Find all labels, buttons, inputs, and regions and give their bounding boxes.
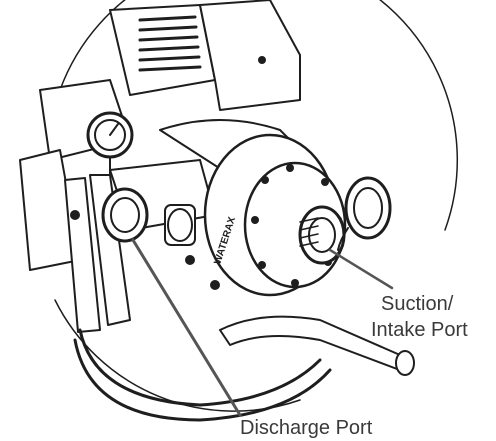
suction-label-line2: Intake Port — [371, 319, 468, 341]
suction-label-line1: Suction/ — [381, 293, 454, 315]
engine-block — [19, 0, 301, 271]
discharge-leader-line — [131, 238, 242, 417]
detail-circle — [59, 0, 459, 231]
discharge-assembly — [70, 159, 220, 290]
discharge-label: Discharge Port — [240, 417, 373, 439]
suction-cap — [337, 176, 392, 251]
pressure-gauge — [86, 111, 134, 176]
suction-port — [298, 205, 346, 265]
suction-leader-line — [328, 248, 394, 290]
carry-handle — [219, 315, 415, 376]
